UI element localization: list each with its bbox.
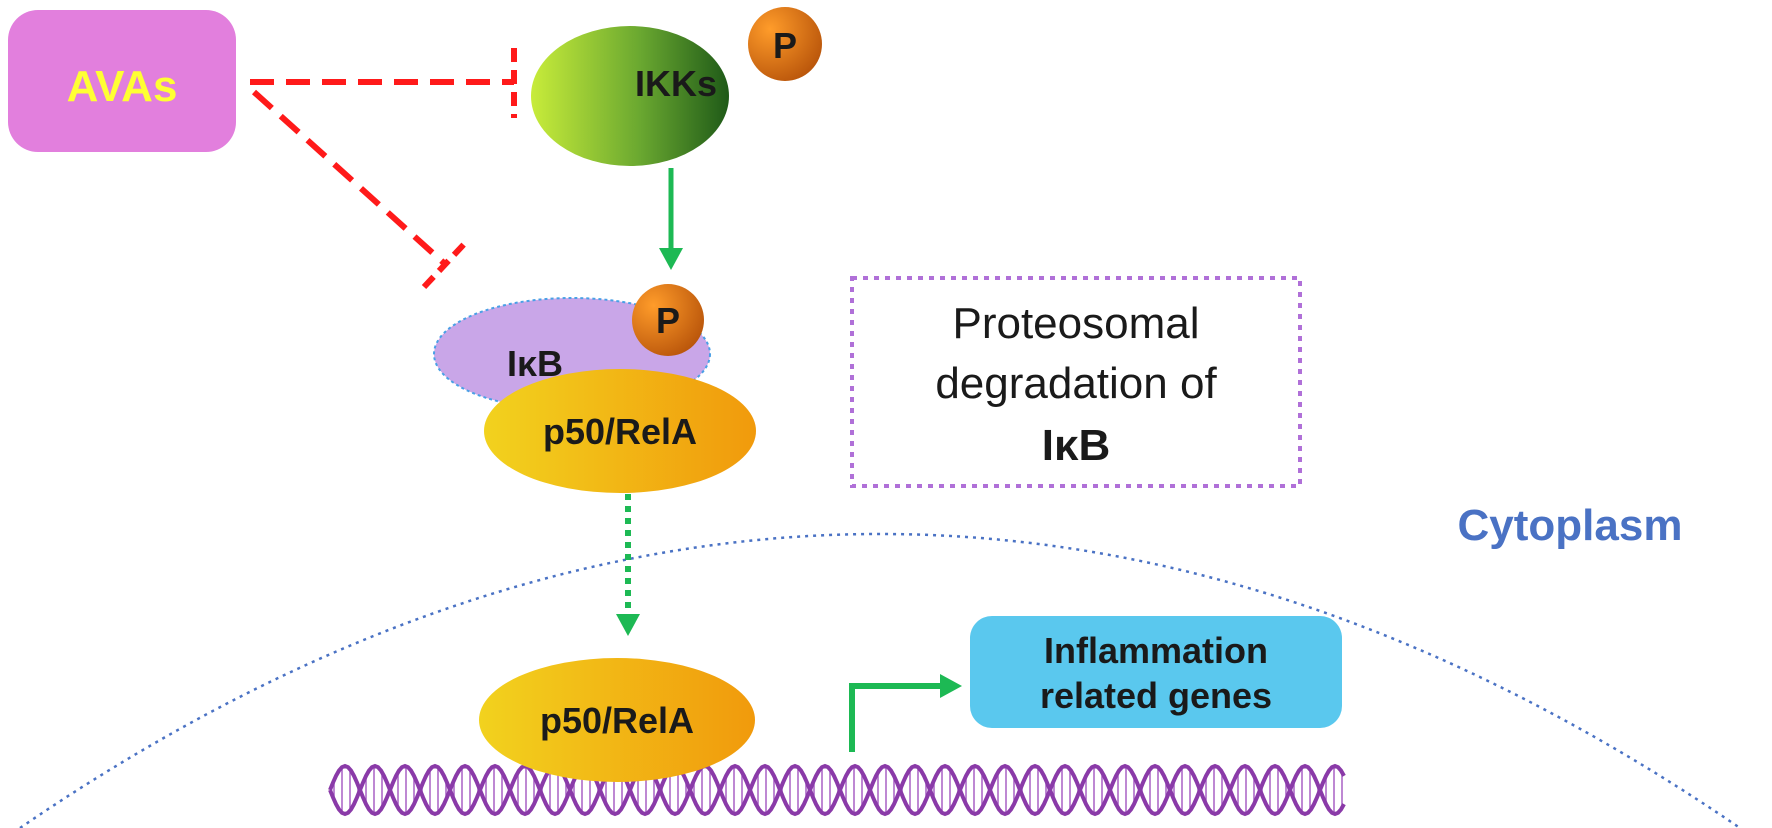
ikks-badge-label: P [773, 25, 797, 66]
translocation-arrow [616, 494, 640, 636]
p50-rela-cytoplasm-label: p50/RelA [543, 411, 697, 452]
p50-rela-nucleus-node: p50/RelA [479, 658, 755, 782]
degradation-line-3: IκB [1042, 421, 1111, 470]
inflammation-genes-node: Inflammation related genes [970, 616, 1342, 728]
nucleus-membrane [19, 532, 1741, 828]
ikks-node: IKKs P [531, 7, 822, 166]
p50-rela-nucleus-label: p50/RelA [540, 700, 694, 741]
dna-strand-b [328, 763, 1346, 817]
dna-helix [328, 763, 1346, 817]
degradation-line-1: Proteosomal [952, 299, 1199, 348]
activation-arrow-ikks-ikb [659, 168, 683, 270]
p50-rela-cytoplasm-node: p50/RelA [484, 369, 756, 493]
ikb-phospho-badge: P [632, 284, 704, 356]
dna-strand-a [328, 763, 1346, 817]
inhibition-arrow-avas-ikks [250, 48, 517, 118]
degradation-line-2: degradation of [935, 359, 1217, 408]
ikb-badge-label: P [656, 300, 680, 341]
avas-label: AVAs [67, 62, 178, 111]
degradation-box: Proteosomal degradation of IκB [850, 276, 1302, 488]
cytoplasm-label: Cytoplasm [1458, 501, 1683, 550]
avas-node: AVAs [8, 10, 236, 152]
ikks-phospho-badge: P [748, 7, 822, 81]
ikks-label: IKKs [635, 63, 717, 104]
transcription-arrow [849, 674, 962, 752]
genes-label-line-1: Inflammation [1044, 630, 1268, 671]
genes-label-line-2: related genes [1040, 675, 1272, 716]
inhibition-arrow-avas-ikb [251, 89, 470, 290]
